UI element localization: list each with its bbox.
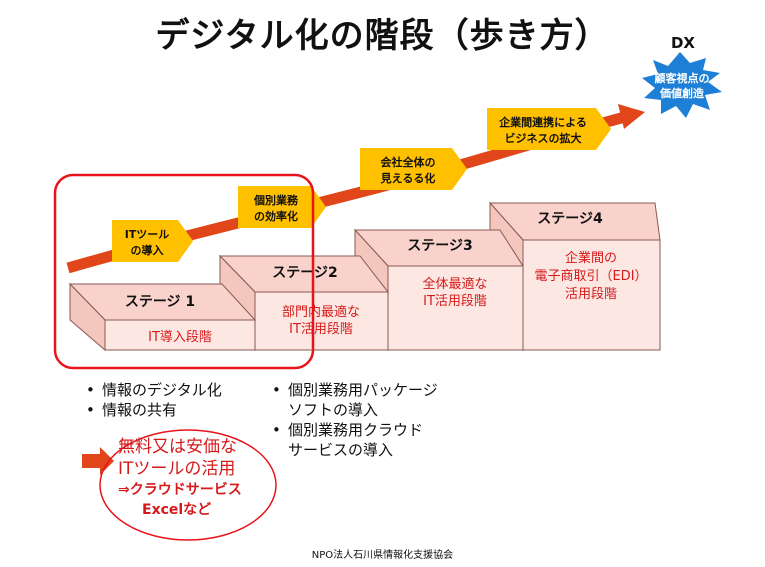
- bullet-left-2: 情報の共有: [86, 400, 222, 420]
- callout-1-line1: ITツール: [125, 228, 170, 241]
- bullet-right-1: 個別業務用パッケージ ソフトの導入: [272, 380, 438, 420]
- stage-4-block: [488, 201, 661, 352]
- burst-line1: 顧客視点の: [655, 71, 710, 85]
- stage-2-name: ステージ2: [272, 265, 337, 281]
- free-tools-line1: 無料又は安価な: [118, 437, 237, 457]
- stage-2-desc2: IT活用段階: [289, 322, 353, 337]
- callout-2-line1: 個別業務: [253, 193, 299, 207]
- page-title: デジタル化の階段（歩き方）: [155, 16, 610, 56]
- free-tools-line4: Excelなど: [142, 502, 212, 518]
- dx-label: DX: [671, 34, 695, 52]
- callout-3-line2: 見えるる化: [380, 171, 436, 185]
- stage-4-desc2: 電子商取引（EDI）: [534, 269, 647, 284]
- free-tools-line2: ITツールの活用: [118, 459, 236, 479]
- callout-2-line2: の効率化: [254, 209, 298, 223]
- callout-4-line1: 企業間連携による: [498, 115, 587, 129]
- bullet-right-2-line1: 個別業務用クラウド: [288, 421, 424, 439]
- callout-1: ITツール の導入: [112, 220, 193, 262]
- bullet-right-2: 個別業務用クラウド サービスの導入: [272, 420, 438, 460]
- stage-3-desc1: 全体最適な: [422, 276, 487, 292]
- free-tools-line3: ⇒クラウドサービス: [118, 482, 242, 498]
- bullet-right-2-line2: サービスの導入: [288, 441, 394, 459]
- callout-4: 企業間連携による ビジネスの拡大: [487, 108, 611, 150]
- stage-3-name: ステージ3: [407, 238, 472, 254]
- stage-2-desc1: 部門内最適な: [282, 304, 360, 320]
- bullets-right: 個別業務用パッケージ ソフトの導入 個別業務用クラウド サービスの導入: [270, 380, 438, 460]
- burst-line2: 価値創造: [659, 86, 705, 100]
- free-tools-text: 無料又は安価な ITツールの活用 ⇒クラウドサービス Excelなど: [118, 436, 278, 520]
- stage-1-name: ステージ 1: [125, 294, 195, 310]
- callout-2: 個別業務 の効率化: [238, 186, 326, 228]
- stage-1-desc: IT導入段階: [148, 330, 212, 345]
- stage-4-desc3: 活用段階: [565, 287, 617, 302]
- bullet-right-1-line1: 個別業務用パッケージ: [288, 381, 438, 399]
- callout-3-line1: 会社全体の: [381, 155, 436, 169]
- pointer-arrow-icon: [82, 447, 114, 475]
- stage-1-block: [68, 282, 257, 352]
- bullet-right-1-line2: ソフトの導入: [288, 401, 379, 419]
- burst-star-shape: [642, 52, 722, 118]
- bullets-left: 情報のデジタル化 情報の共有: [84, 380, 222, 420]
- bullet-left-1: 情報のデジタル化: [86, 380, 222, 400]
- footer-credit: NPO法人石川県情報化支援協会: [311, 550, 454, 561]
- dx-burst: DX 顧客視点の 価値創造: [642, 34, 722, 118]
- stage-4-desc1: 企業間の: [565, 250, 617, 266]
- stage-4-name: ステージ4: [537, 211, 603, 227]
- free-tools-ellipse: [99, 429, 277, 541]
- highlight-frame: [53, 173, 315, 370]
- stage-3-desc2: IT活用段階: [423, 294, 487, 309]
- callout-1-line2: の導入: [131, 243, 164, 257]
- callout-3: 会社全体の 見えるる化: [360, 148, 467, 190]
- callout-4-line2: ビジネスの拡大: [505, 131, 582, 145]
